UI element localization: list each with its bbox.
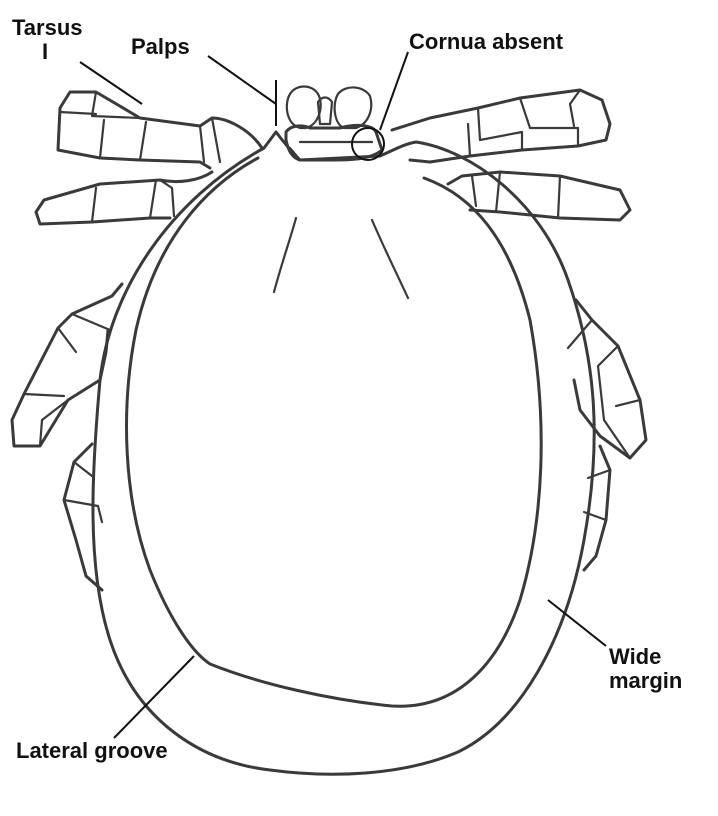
leader-palps	[207, 55, 277, 126]
palp-left	[285, 85, 322, 130]
lateral-groove-line	[125, 156, 543, 708]
leg-ii-left	[34, 170, 214, 226]
cornua-circle	[351, 127, 385, 161]
leader-tarsus	[79, 61, 143, 105]
leg-iii-left	[10, 282, 124, 448]
label-tarsus-line2: I	[42, 39, 49, 64]
leader-cornua	[379, 51, 409, 131]
label-cornua-absent: Cornua absent	[409, 29, 564, 54]
leg-i-right	[390, 88, 612, 164]
label-lateral-groove: Lateral groove	[16, 738, 168, 763]
leg-i-left	[56, 90, 264, 170]
label-tarsus-line1: Tarsus	[12, 15, 83, 40]
label-wide-margin: Wide margin	[609, 645, 682, 693]
leader-lines	[79, 51, 607, 739]
leg-ii-right	[446, 170, 632, 222]
leg-iv-left	[62, 442, 104, 592]
label-wide-line2: margin	[609, 668, 683, 693]
label-palps: Palps	[131, 34, 190, 59]
leader-lateral-groove	[113, 655, 195, 739]
label-tarsus-i: Tarsus I	[12, 16, 100, 64]
cervical-groove-right	[370, 218, 410, 300]
body-outline	[91, 130, 596, 776]
palp-right	[333, 86, 373, 130]
hypostome	[316, 96, 334, 126]
label-wide-line1: Wide	[609, 644, 662, 669]
cervical-groove-left	[272, 216, 298, 294]
leg-iii-right	[566, 298, 648, 460]
leader-wide-margin	[547, 599, 607, 647]
capitulum	[284, 85, 384, 162]
tick-body	[91, 130, 596, 776]
